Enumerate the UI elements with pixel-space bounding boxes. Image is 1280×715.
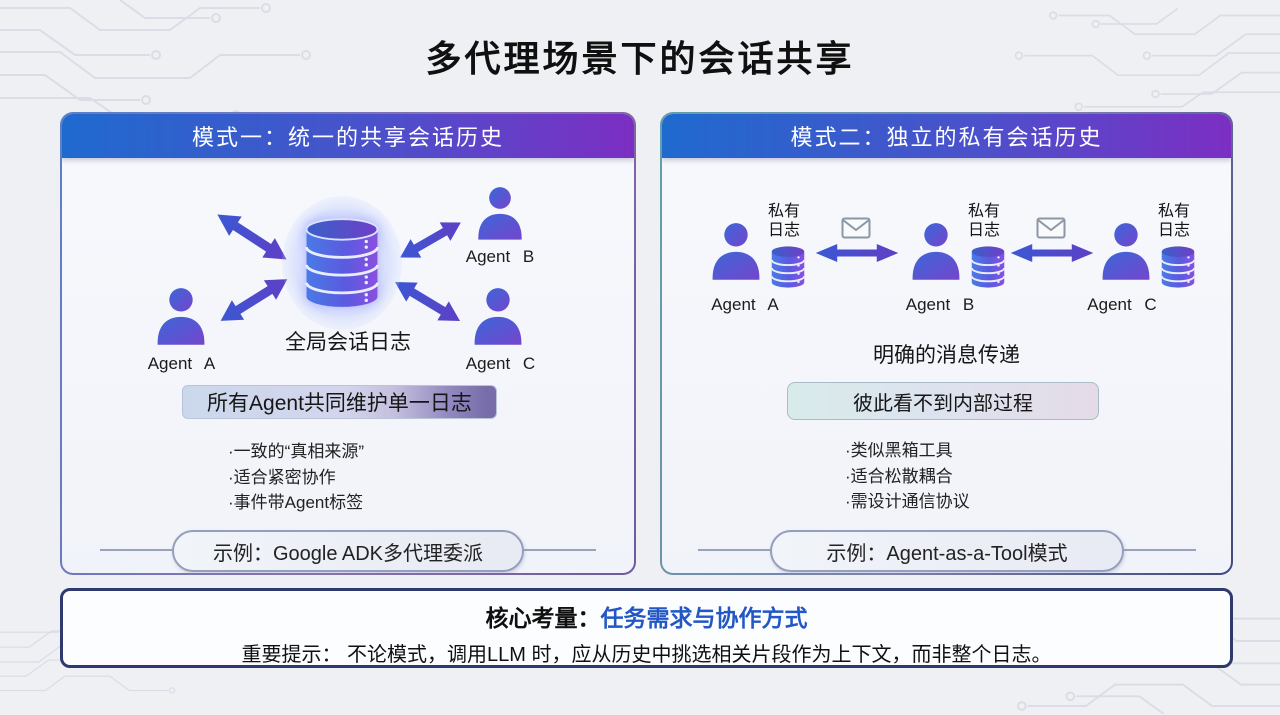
example-divider-line [524,549,596,551]
database-cylinder-icon [1160,246,1196,288]
mode1-example-pill: 示例：Google ADK多代理委派 [172,530,524,572]
bidirectional-arrow-icon [400,222,461,258]
bullet-item: ·适合紧密协作 [228,467,336,487]
bidirectional-arrow-icon [217,214,287,260]
global-log-caption: 全局会话日志 [285,331,411,354]
bidirectional-arrow-icon [394,281,461,322]
message-envelope-icon [841,217,871,239]
agent-person-icon [909,218,963,284]
agent-c-label: Agent C [465,354,536,373]
bullet-item: ·适合松散耦合 [845,466,953,486]
global-log-database [282,196,402,330]
agent-a-label: Agent A [711,295,779,314]
core-consideration-banner: 核心考量：任务需求与协作方式 重要提示： 不论模式，调用LLM 时，应从历史中挑… [60,588,1233,668]
example-divider-line [1124,549,1196,551]
bullet-item: ·需设计通信协议 [845,492,970,511]
mode2-example-pill: 示例：Agent-as-a-Tool模式 [770,530,1124,572]
core-consideration-label: 核心考量： [485,605,601,631]
bidirectional-arrow-icon [815,243,899,263]
bullet-item: ·类似黑箱工具 [845,441,953,460]
mode1-highlight-box: 所有Agent共同维护单一日志 [182,385,497,419]
page-title: 多代理场景下的会话共享 [425,38,855,79]
message-envelope-icon [1036,217,1066,239]
example-divider-line [100,549,172,551]
message-passing-caption: 明确的消息传递 [873,344,1020,367]
mode2-panel: 模式二：独立的私有会话历史 私有 日志 私有 日志 [660,112,1233,575]
agent-person-icon [709,218,763,284]
private-log-label: 私有 日志 [768,203,801,239]
mode1-bullet-list: ·一致的“真相来源” ·适合紧密协作 ·事件带Agent标签 [228,439,364,516]
mode2-panel-body: 模式二：独立的私有会话历史 私有 日志 私有 日志 [662,114,1231,573]
bullet-item: ·一致的“真相来源” [228,442,364,461]
database-cylinder-icon [970,246,1006,288]
mode1-panel: 模式一：统一的共享会话历史 [60,112,636,575]
core-consideration-value: 任务需求与协作方式 [600,605,808,631]
private-log-label: 私有 日志 [1158,203,1191,239]
database-cylinder-icon [770,246,806,288]
mode2-highlight-box: 彼此看不到内部过程 [787,382,1099,420]
agent-c-label: Agent C [1087,295,1157,314]
example-divider-line [698,549,770,551]
agent-person-icon [475,183,525,243]
mode2-bullet-list: ·类似黑箱工具 ·适合松散耦合 ·需设计通信协议 [845,438,970,515]
circuit-trace-decoration [1014,7,1280,112]
mode1-header: 模式一：统一的共享会话历史 [62,114,634,158]
core-consideration-line: 核心考量：任务需求与协作方式 [63,599,1230,633]
mode1-panel-body: 模式一：统一的共享会话历史 [62,114,634,573]
agent-a-label: Agent A [147,354,216,373]
agent-person-icon [1099,218,1153,284]
agent-person-icon [471,284,525,348]
bidirectional-arrow-icon [220,279,288,321]
agent-b-label: Agent B [905,295,975,314]
mode2-header: 模式二：独立的私有会话历史 [662,114,1231,158]
important-note: 重要提示： 不论模式，调用LLM 时，应从历史中挑选相关片段作为上下文，而非整个… [241,644,1052,666]
database-cylinder-icon [305,218,379,307]
agent-b-label: Agent B [465,247,535,266]
bidirectional-arrow-icon [1010,243,1094,263]
agent-person-icon [154,284,208,348]
bullet-item: ·事件带Agent标签 [228,493,364,512]
private-log-label: 私有 日志 [968,203,1001,239]
